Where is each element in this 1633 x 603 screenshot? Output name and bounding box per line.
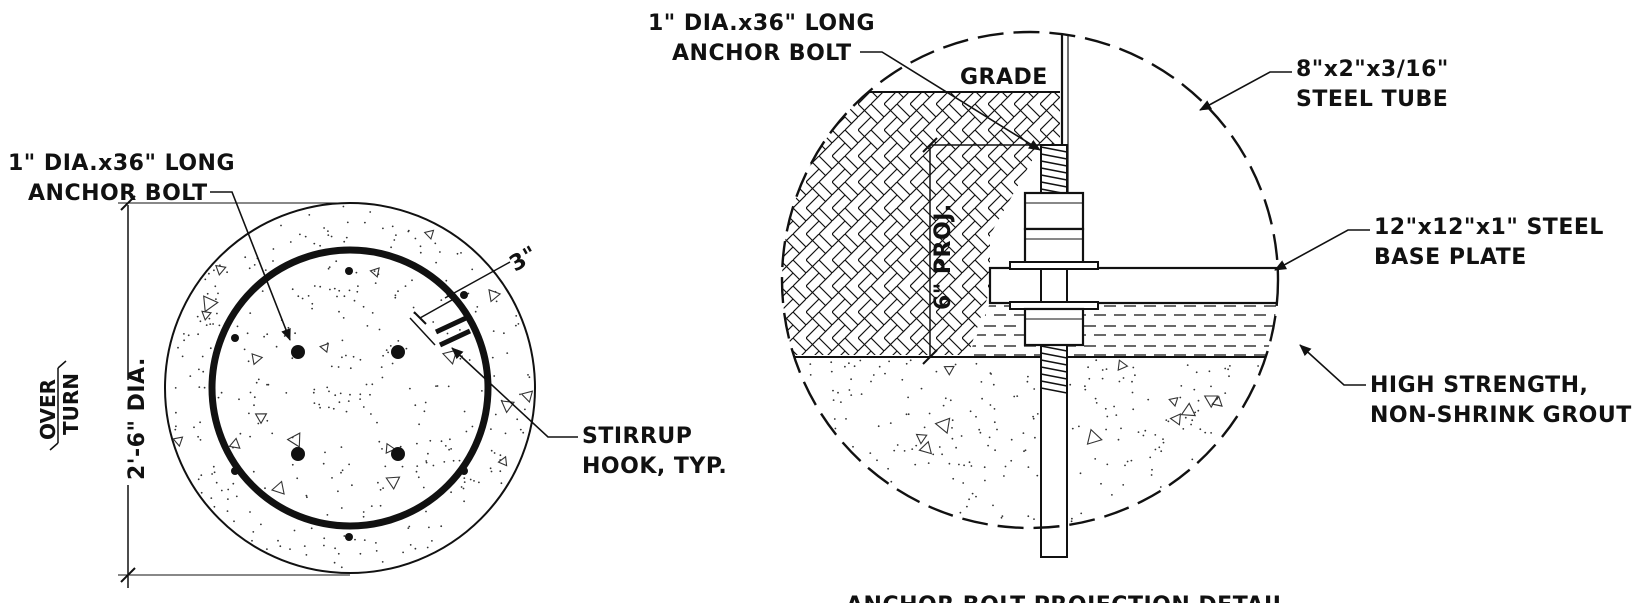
detail-anchor-label-2: ANCHOR BOLT bbox=[672, 41, 852, 66]
projection-dimension bbox=[922, 137, 1040, 365]
section-anchor-label-1: 1" DIA.x36" LONG bbox=[8, 151, 235, 176]
stirrup-label-1: STIRRUP bbox=[582, 424, 692, 449]
anchor-bolt-dots bbox=[291, 345, 405, 461]
steel-tube-leader bbox=[1199, 71, 1292, 111]
detail-anchor-leader bbox=[860, 51, 1041, 151]
section-anchor-label-2: ANCHOR BOLT bbox=[28, 181, 208, 206]
pier-section: 1" DIA.x36" LONG ANCHOR BOLT 2'-6" DIA. … bbox=[8, 151, 727, 588]
vertical-rebar-dots bbox=[231, 267, 468, 541]
base-plate-label-1: 12"x12"x1" STEEL bbox=[1374, 215, 1604, 240]
projection-label: 6" PROJ. bbox=[931, 203, 956, 310]
base-plate-leader bbox=[1274, 229, 1370, 271]
stirrup-leader bbox=[451, 347, 578, 438]
detail-boundary bbox=[780, 30, 1280, 530]
grout-hatch bbox=[968, 303, 1278, 357]
upper-nut bbox=[1023, 191, 1085, 231]
stirrup-label-2: HOOK, TYP. bbox=[582, 454, 727, 479]
leveling-nut bbox=[1023, 307, 1085, 347]
grout-leader bbox=[1299, 344, 1366, 386]
bolt-threads bbox=[1040, 146, 1068, 394]
concrete-speckle bbox=[172, 205, 534, 569]
section-anchor-leader bbox=[210, 191, 291, 341]
anchor-bolt-detail: 6" PROJ. 1" DIA.x36" LONG ANCHOR BOLT GR… bbox=[648, 11, 1632, 603]
detail-anchor-label-1: 1" DIA.x36" LONG bbox=[648, 11, 875, 36]
overturn-label-2: TURN bbox=[59, 373, 83, 435]
anchor-bolt bbox=[1009, 144, 1099, 558]
cover-dimension bbox=[409, 261, 511, 346]
overturn-label-1: OVER bbox=[36, 379, 60, 440]
cover-label: 3" bbox=[506, 242, 543, 278]
grout-label-1: HIGH STRENGTH, bbox=[1370, 373, 1588, 398]
upper-washer bbox=[1009, 261, 1099, 270]
diameter-dimension bbox=[118, 195, 350, 588]
pier-outline bbox=[164, 202, 536, 574]
diameter-label: 2'-6" DIA. bbox=[125, 357, 150, 480]
base-plate-label-2: BASE PLATE bbox=[1374, 245, 1527, 270]
detail-concrete-speckle bbox=[809, 359, 1259, 523]
grout-label-2: NON-SHRINK GROUT bbox=[1370, 403, 1632, 428]
base-plate bbox=[988, 266, 1278, 305]
rebar-cage bbox=[208, 246, 492, 530]
detail-title: ANCHOR BOLT PROJECTION DETAIL bbox=[846, 593, 1287, 603]
overturn-symbol: OVER TURN bbox=[36, 360, 83, 451]
steel-tube-label-1: 8"x2"x3/16" bbox=[1296, 57, 1449, 82]
soil-hatch bbox=[782, 92, 1060, 355]
stirrup-hook bbox=[434, 315, 472, 348]
grade-label: GRADE bbox=[960, 65, 1048, 90]
steel-tube-label-2: STEEL TUBE bbox=[1296, 87, 1448, 112]
upper-nut-2 bbox=[1023, 227, 1085, 267]
